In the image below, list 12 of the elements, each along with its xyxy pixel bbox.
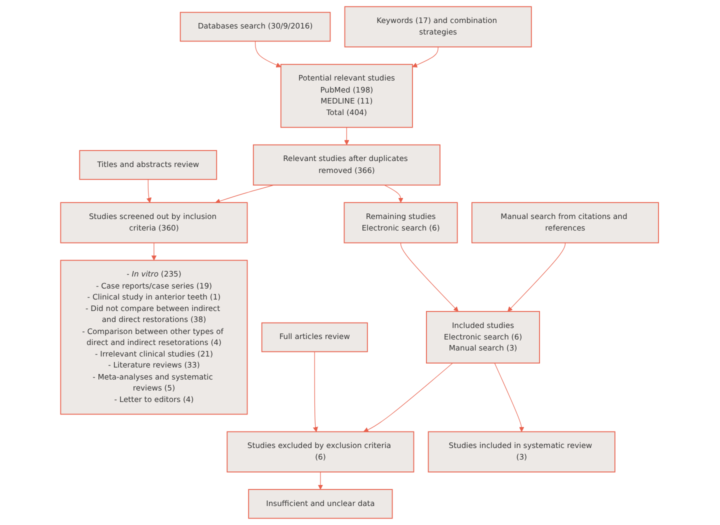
arrow <box>364 362 454 432</box>
arrow <box>313 351 318 432</box>
arrow <box>384 184 404 203</box>
arrow <box>400 242 459 312</box>
arrow <box>344 127 350 146</box>
arrow <box>412 46 439 68</box>
arrow <box>494 362 525 432</box>
arrow <box>146 179 152 203</box>
arrow <box>255 40 282 68</box>
arrow <box>318 472 324 490</box>
arrow <box>508 242 566 312</box>
arrow <box>152 242 157 261</box>
